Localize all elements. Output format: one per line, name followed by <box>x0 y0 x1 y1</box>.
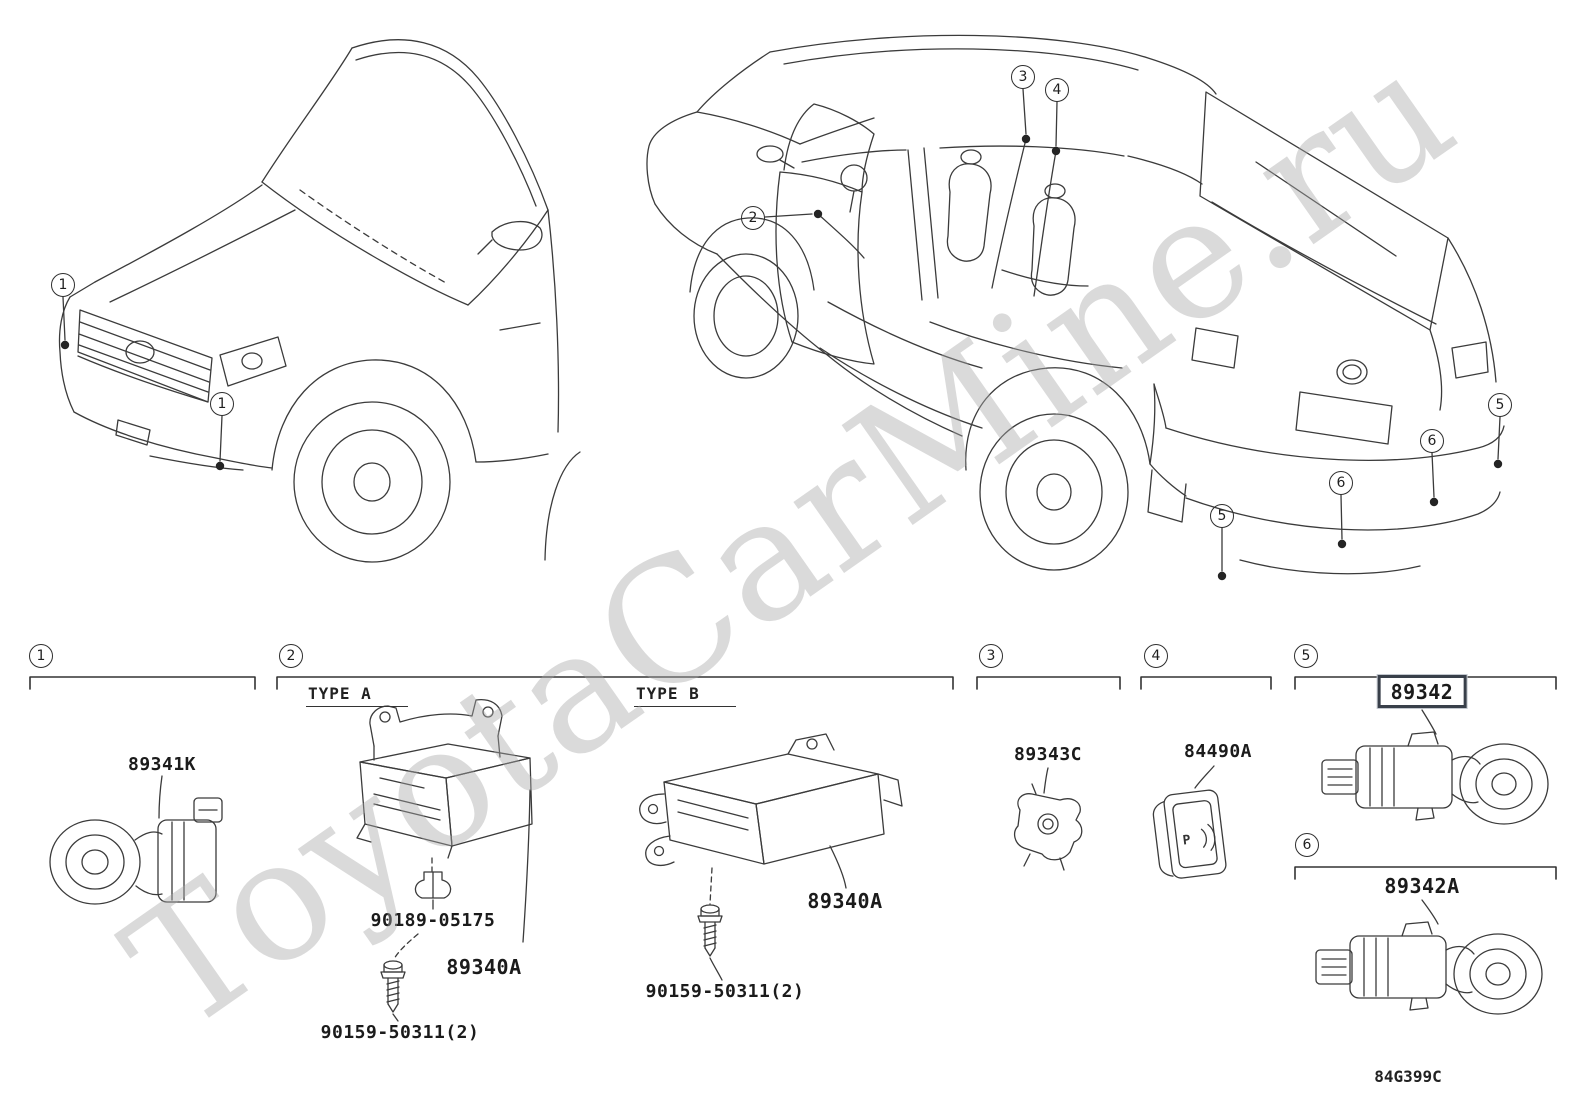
callout-5a: 5 <box>1210 504 1234 528</box>
part-number-90189-05175[interactable]: 90189-05175 <box>370 910 496 931</box>
callout-6b: 6 <box>1420 429 1444 453</box>
diagram-code: 84G399C <box>1374 1067 1442 1086</box>
part-number-89340a-type-b[interactable]: 89340A <box>807 889 883 913</box>
callout-1a: 1 <box>51 273 75 297</box>
sensor-89342-drawing <box>1321 731 1549 825</box>
ecu-type-b-drawing <box>639 733 903 867</box>
screw-90159-type-a-drawing <box>380 960 406 1013</box>
part-number-90159-50311-type-b[interactable]: 90159-50311(2) <box>645 981 805 1002</box>
front-car-drawing <box>58 39 581 563</box>
callout-6a: 6 <box>1329 471 1353 495</box>
group-brackets <box>29 676 1557 880</box>
part-number-89342-highlighted[interactable]: 89342 <box>1377 675 1467 708</box>
sensor-89342a-drawing <box>1315 921 1543 1015</box>
screw-90159-type-b-drawing <box>697 904 723 957</box>
type-b-label: TYPE B <box>634 684 736 707</box>
callout-2: 2 <box>741 206 765 230</box>
group-4-number: 4 <box>1144 644 1168 668</box>
ecu-type-a-drawing <box>356 698 533 859</box>
type-a-label: TYPE A <box>306 684 408 707</box>
callout-3: 3 <box>1011 65 1035 89</box>
group-2-number: 2 <box>279 644 303 668</box>
parking-sensor-switch-symbol: P <box>1182 833 1192 849</box>
group-5-number: 5 <box>1294 644 1318 668</box>
callout-target-dots <box>60 134 1503 581</box>
callout-leader-lines <box>60 88 1503 581</box>
label-leader-lines <box>158 709 1439 1022</box>
sensor-89341k-drawing <box>49 797 223 905</box>
buzzer-89343c-drawing <box>1013 783 1083 871</box>
switch-84490a-drawing: P <box>1152 789 1227 879</box>
callout-1b: 1 <box>210 392 234 416</box>
group-3-number: 3 <box>979 644 1003 668</box>
clip-90189-drawing <box>414 871 452 899</box>
part-number-89340a-type-a[interactable]: 89340A <box>446 955 522 979</box>
part-number-89341k[interactable]: 89341K <box>127 754 197 775</box>
rear-car-drawing <box>646 34 1505 575</box>
callout-5b: 5 <box>1488 393 1512 417</box>
group-1-number: 1 <box>29 644 53 668</box>
part-number-89342a[interactable]: 89342A <box>1384 874 1460 898</box>
callout-4: 4 <box>1045 78 1069 102</box>
group-6-number: 6 <box>1295 833 1319 857</box>
part-number-89343c[interactable]: 89343C <box>1013 744 1083 765</box>
part-number-84490a[interactable]: 84490A <box>1183 741 1253 762</box>
part-number-90159-50311-type-a[interactable]: 90159-50311(2) <box>320 1022 480 1043</box>
